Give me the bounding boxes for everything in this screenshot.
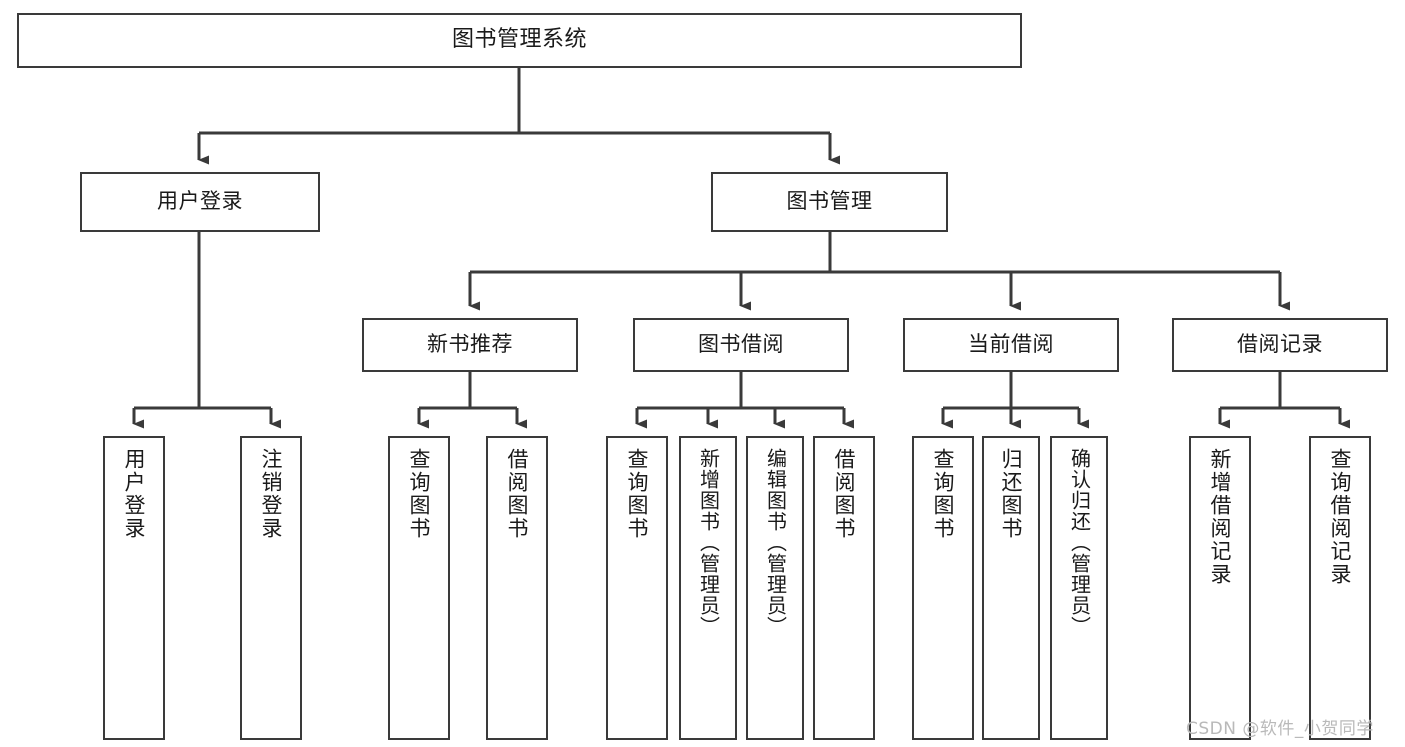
node-new-book-recommend[interactable]: 新书推荐 bbox=[362, 318, 578, 372]
node-leaf-confirm-return-label: 确认归还（管理员） bbox=[1067, 448, 1092, 637]
node-leaf-user-login[interactable]: 用户登录 bbox=[103, 436, 165, 740]
node-leaf-add-record[interactable]: 新增借阅记录 bbox=[1189, 436, 1251, 740]
node-book-borrow-label: 图书借阅 bbox=[698, 332, 784, 357]
node-borrow-record-label: 借阅记录 bbox=[1237, 332, 1323, 357]
node-borrow-record[interactable]: 借阅记录 bbox=[1172, 318, 1388, 372]
node-leaf-query-book-3-label: 查询图书 bbox=[931, 448, 956, 540]
node-root-label: 图书管理系统 bbox=[451, 27, 587, 53]
node-current-borrow-label: 当前借阅 bbox=[968, 332, 1054, 357]
node-leaf-confirm-return[interactable]: 确认归还（管理员） bbox=[1050, 436, 1108, 740]
node-leaf-borrow-book-1-label: 借阅图书 bbox=[505, 448, 530, 540]
node-leaf-borrow-book-2-label: 借阅图书 bbox=[832, 448, 857, 540]
node-leaf-query-record[interactable]: 查询借阅记录 bbox=[1309, 436, 1371, 740]
node-leaf-query-book-2-label: 查询图书 bbox=[625, 448, 650, 540]
node-leaf-query-book-2[interactable]: 查询图书 bbox=[606, 436, 668, 740]
node-leaf-return-book[interactable]: 归还图书 bbox=[982, 436, 1040, 740]
node-leaf-add-record-label: 新增借阅记录 bbox=[1208, 448, 1233, 586]
node-book-borrow[interactable]: 图书借阅 bbox=[633, 318, 849, 372]
node-leaf-edit-book-label: 编辑图书（管理员） bbox=[763, 448, 788, 637]
node-leaf-add-book[interactable]: 新增图书（管理员） bbox=[679, 436, 737, 740]
node-leaf-query-book-3[interactable]: 查询图书 bbox=[912, 436, 974, 740]
node-current-borrow[interactable]: 当前借阅 bbox=[903, 318, 1119, 372]
node-user-login[interactable]: 用户登录 bbox=[80, 172, 320, 232]
node-leaf-borrow-book-2[interactable]: 借阅图书 bbox=[813, 436, 875, 740]
node-leaf-user-login-label: 用户登录 bbox=[122, 448, 147, 540]
node-leaf-logout-label: 注销登录 bbox=[259, 448, 284, 540]
node-leaf-logout[interactable]: 注销登录 bbox=[240, 436, 302, 740]
node-user-login-label: 用户登录 bbox=[157, 189, 243, 214]
node-leaf-query-record-label: 查询借阅记录 bbox=[1328, 448, 1353, 586]
node-root[interactable]: 图书管理系统 bbox=[17, 13, 1022, 68]
node-leaf-edit-book[interactable]: 编辑图书（管理员） bbox=[746, 436, 804, 740]
node-leaf-return-book-label: 归还图书 bbox=[999, 448, 1024, 540]
node-book-manage[interactable]: 图书管理 bbox=[711, 172, 948, 232]
node-leaf-query-book-1[interactable]: 查询图书 bbox=[388, 436, 450, 740]
node-leaf-query-book-1-label: 查询图书 bbox=[407, 448, 432, 540]
node-new-book-recommend-label: 新书推荐 bbox=[427, 332, 513, 357]
node-book-manage-label: 图书管理 bbox=[786, 189, 873, 214]
node-leaf-add-book-label: 新增图书（管理员） bbox=[696, 448, 721, 637]
csdn-watermark: CSDN @软件_小贺同学 bbox=[1186, 719, 1374, 739]
node-leaf-borrow-book-1[interactable]: 借阅图书 bbox=[486, 436, 548, 740]
